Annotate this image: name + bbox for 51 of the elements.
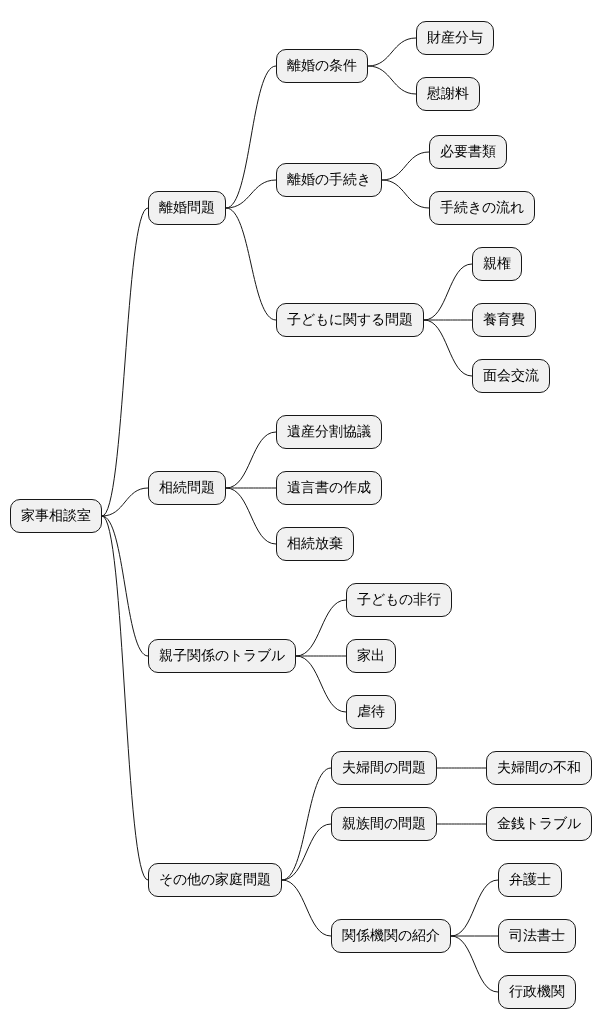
connector-line — [101, 487, 149, 517]
topic-box: 夫婦間の問題 — [331, 751, 437, 785]
connector-line — [225, 487, 277, 545]
topic-box: 手続きの流れ — [429, 191, 535, 225]
topic-box: 遺産分割協議 — [276, 415, 382, 449]
topic-box: 夫婦間の不和 — [486, 751, 592, 785]
topic-box: 離婚問題 — [148, 191, 226, 225]
topic-box: 離婚の手続き — [276, 163, 382, 197]
topic-box: 金銭トラブル — [486, 807, 592, 841]
connector-line — [381, 151, 430, 181]
topic-box: 面会交流 — [472, 359, 550, 393]
connector-line — [381, 179, 430, 209]
topic-box: 司法書士 — [498, 919, 576, 953]
connector-line — [450, 935, 499, 993]
topic-box: 親権 — [472, 247, 522, 281]
connector-line — [423, 319, 473, 377]
connector-line — [225, 179, 277, 209]
topic-box: 家出 — [346, 639, 396, 673]
connector-line — [225, 487, 277, 489]
topic-box: 財産分与 — [416, 21, 494, 55]
topic-box: 関係機関の紹介 — [331, 919, 451, 953]
connector-line — [367, 65, 417, 95]
connector-line — [101, 515, 149, 657]
connector-line — [281, 879, 332, 937]
topic-box: 子どもの非行 — [346, 583, 452, 617]
topic-box: 慰謝料 — [416, 77, 480, 111]
topic-box: 養育費 — [472, 303, 536, 337]
topic-box: 離婚の条件 — [276, 49, 368, 83]
topic-box: 遺言書の作成 — [276, 471, 382, 505]
connector-line — [295, 655, 347, 713]
topic-box: その他の家庭問題 — [148, 863, 282, 897]
connector-line — [436, 823, 487, 825]
connector-line — [436, 767, 487, 769]
topic-box: 行政機関 — [498, 975, 576, 1009]
topic-box: 親子関係のトラブル — [148, 639, 296, 673]
connector-line — [367, 37, 417, 67]
connector-line — [225, 207, 277, 321]
topic-box: 弁護士 — [498, 863, 562, 897]
topic-box: 子どもに関する問題 — [276, 303, 424, 337]
topic-box: 相続放棄 — [276, 527, 354, 561]
connector-line — [450, 935, 499, 937]
topic-box: 親族間の問題 — [331, 807, 437, 841]
connector-line — [295, 655, 347, 657]
connector-line — [101, 207, 149, 517]
connector-line — [423, 319, 473, 321]
topic-box: 家事相談室 — [10, 499, 102, 533]
connector-line — [281, 823, 332, 881]
topic-box: 必要書類 — [429, 135, 507, 169]
topic-box: 虐待 — [346, 695, 396, 729]
connector-line — [101, 515, 149, 881]
topic-box: 相続問題 — [148, 471, 226, 505]
